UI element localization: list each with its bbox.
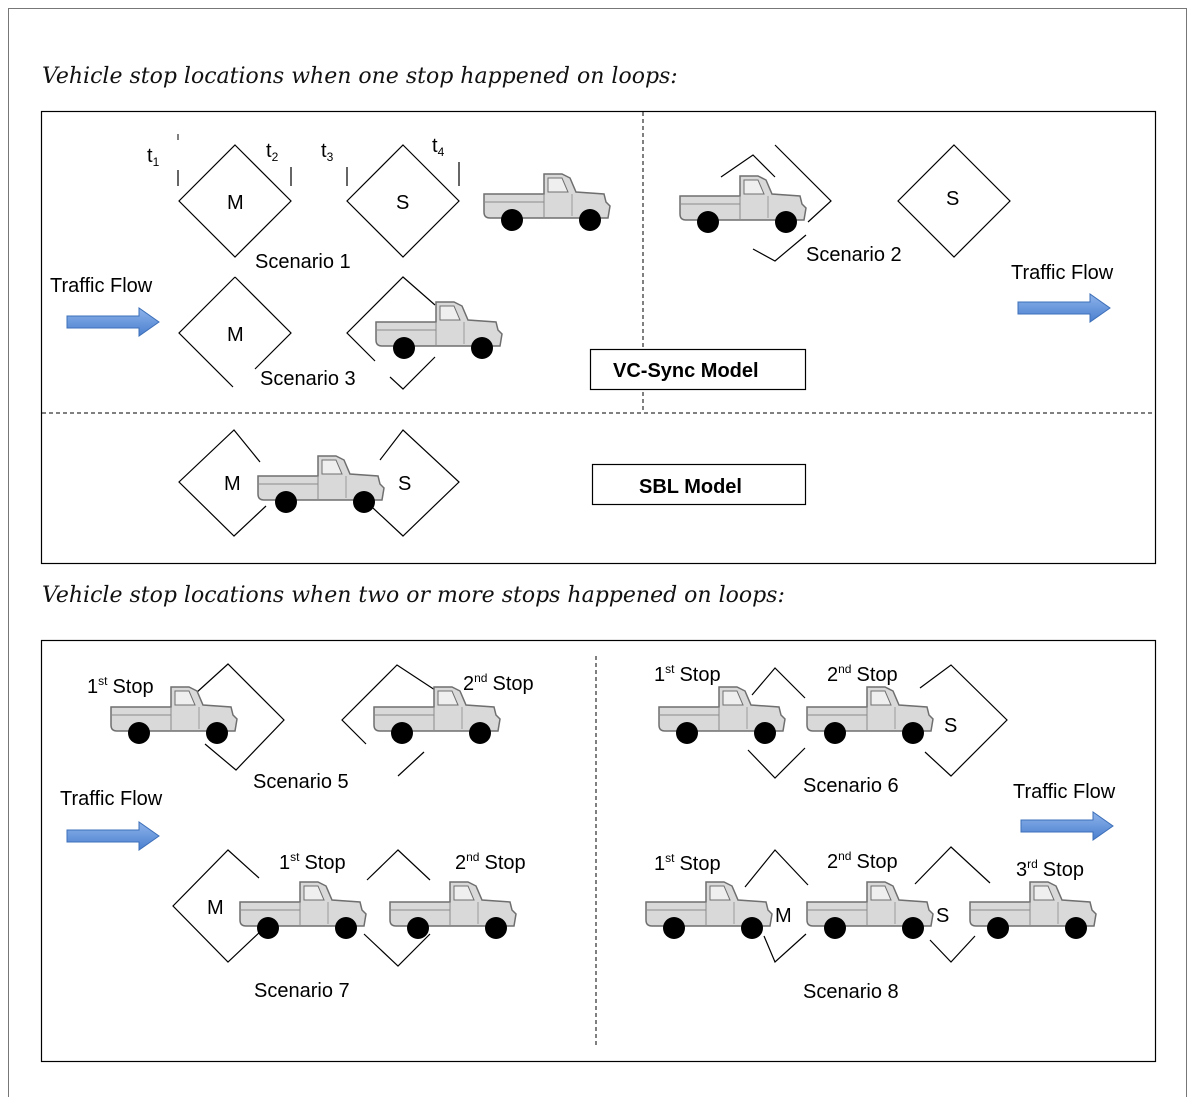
scenario-1: M S t1 t2 t3 t4 Scenario 1 [147, 134, 611, 273]
traffic-flow-arrow-right [1017, 293, 1111, 323]
truck [483, 173, 611, 232]
truck [806, 881, 934, 940]
loop-s-outline-bottom [363, 933, 431, 967]
traffic-flow-label-left: Traffic Flow [50, 275, 153, 297]
traffic-flow-label-left-2: Traffic Flow [60, 788, 163, 810]
scenario-8-label: Scenario 8 [803, 981, 899, 1003]
t4-label: t4 [432, 135, 445, 159]
truck [969, 881, 1097, 940]
scenario-5-label: Scenario 5 [253, 771, 349, 793]
loop-m-outline [720, 144, 832, 262]
panel-two-or-more-stops [40, 639, 1157, 1063]
heading-two-or-more-stops: Vehicle stop locations when two or more … [42, 583, 785, 608]
sbl-model-row: M S [178, 429, 460, 537]
scenario-1-label: Scenario 1 [255, 251, 351, 273]
loop-m-label: M [775, 905, 792, 927]
t2-label: t2 [266, 140, 279, 164]
loop-outline-2b [397, 751, 425, 777]
truck [373, 686, 501, 745]
sbl-model-box [591, 463, 807, 506]
loop-m-label: M [207, 897, 224, 919]
scenario-3: M Scenario 3 [178, 276, 503, 390]
loop-m-label: M [227, 192, 244, 214]
loop-m-outline [178, 276, 292, 388]
traffic-flow-arrow-right-2 [1020, 811, 1114, 841]
loop-s-outline [372, 429, 460, 537]
loop-m-label: M [224, 473, 241, 495]
truck [679, 175, 807, 234]
panel-one-stop [40, 110, 1157, 565]
scenario-2-label: Scenario 2 [806, 244, 902, 266]
truck [375, 301, 503, 360]
loop-s-outline [346, 144, 460, 258]
truck [389, 881, 517, 940]
t1-label: t1 [147, 145, 160, 169]
vc-sync-model-label: VC-Sync Model [613, 360, 759, 382]
loop-m-outline-bottom [747, 747, 806, 779]
traffic-flow-arrow-left-2 [66, 821, 160, 851]
loop-m-outline [178, 429, 267, 537]
traffic-flow-label-right-2: Traffic Flow [1013, 781, 1116, 803]
loop-s-label: S [946, 188, 959, 210]
scenario-3-label: Scenario 3 [260, 368, 356, 390]
loop-s-label: S [944, 715, 957, 737]
loop-s-label: S [396, 192, 409, 214]
truck [257, 455, 385, 514]
traffic-flow-label-right: Traffic Flow [1011, 262, 1114, 284]
scenario-2: S Scenario 2 [679, 144, 1011, 266]
truck [806, 686, 934, 745]
loop-m-outline-top [751, 667, 806, 699]
page-border [8, 8, 1187, 1097]
scenario-7-label: Scenario 7 [254, 980, 350, 1002]
sbl-model-label: SBL Model [639, 476, 742, 498]
loop-m-outline-bottom [763, 933, 807, 964]
scenario-6-label: Scenario 6 [803, 775, 899, 797]
loop-m-outline [178, 144, 292, 258]
loop-s-outline [346, 276, 436, 390]
vc-sync-model-box [589, 348, 807, 391]
loop-outline-1 [195, 663, 285, 771]
traffic-flow-arrow-left [66, 307, 160, 337]
loop-s-outline-top [914, 846, 991, 885]
loop-s-label: S [398, 473, 411, 495]
t3-label: t3 [321, 140, 334, 164]
loop-s-outline-bottom [929, 935, 976, 963]
loop-m-outline-top [744, 849, 809, 888]
loop-s-label: S [936, 905, 949, 927]
truck [239, 881, 367, 940]
truck [658, 686, 786, 745]
loop-m-outline [172, 849, 263, 963]
loop-outline-2 [341, 664, 436, 745]
truck [645, 881, 773, 940]
heading-one-stop: Vehicle stop locations when one stop hap… [42, 64, 678, 89]
loop-s-outline-top [366, 849, 431, 881]
loop-s-outline [919, 664, 1008, 777]
loop-s-outline [897, 144, 1011, 258]
loop-m-label: M [227, 324, 244, 346]
